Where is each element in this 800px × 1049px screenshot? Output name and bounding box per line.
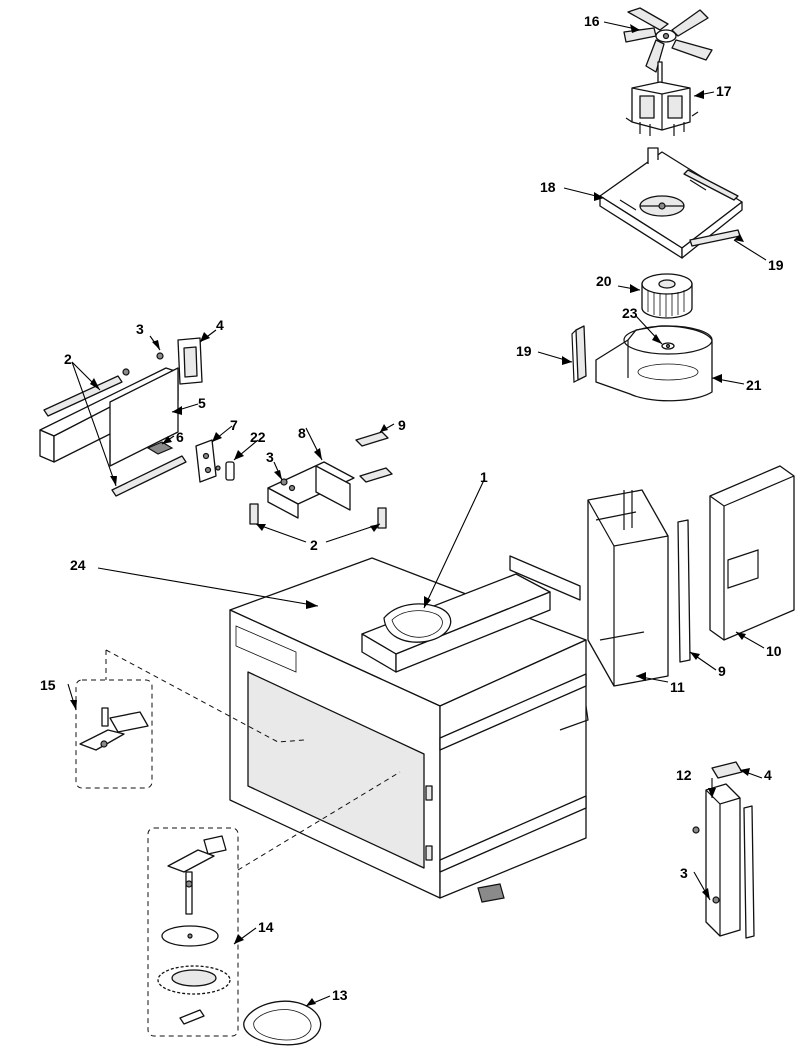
part-10-side-panel (709, 465, 795, 641)
part-12-side-bracket (692, 761, 755, 939)
part-9-strip-right (677, 519, 691, 663)
callout-2-left: 2 (64, 351, 72, 367)
part-2-spacers (249, 503, 387, 529)
callout-2-mid: 2 (310, 537, 318, 553)
callout-24: 24 (70, 557, 86, 573)
callout-7: 7 (230, 417, 238, 433)
callout-14: 14 (258, 919, 274, 935)
part-7-bracket (195, 439, 217, 483)
callout-3-right: 3 (680, 865, 688, 881)
callout-18: 18 (540, 179, 556, 195)
part-6-switch (146, 441, 174, 455)
part-22-fuse (215, 461, 235, 481)
part-24-cabinet (229, 555, 589, 903)
callout-9-right: 9 (718, 663, 726, 679)
part-19-bracket-left (571, 325, 587, 383)
callout-19-left: 19 (516, 343, 532, 359)
part-4-u-bracket-top (177, 337, 203, 385)
callout-5: 5 (198, 395, 206, 411)
part-9-pads-top (355, 431, 393, 483)
callout-1: 1 (480, 469, 488, 485)
callout-4-right: 4 (764, 767, 772, 783)
callout-9-top: 9 (398, 417, 406, 433)
callout-3-mid: 3 (266, 449, 274, 465)
part-23-washer (661, 342, 675, 350)
callout-17: 17 (716, 83, 732, 99)
part-13-stirrer-motor (243, 1000, 322, 1046)
callout-labels: 16 17 18 19 20 23 19 21 3 4 2 5 6 7 22 8… (40, 13, 784, 1003)
part-20-blower-wheel (641, 273, 693, 319)
part-18-motor-plate (599, 147, 743, 259)
callout-4-top: 4 (216, 317, 224, 333)
callout-6: 6 (176, 429, 184, 445)
part-8-bracket-assembly (267, 461, 355, 519)
callout-12: 12 (676, 767, 692, 783)
callout-11: 11 (670, 679, 685, 695)
part-1-stirrer-cover (383, 603, 452, 643)
part-21-blower-housing (595, 325, 713, 402)
part-19-rails-right (683, 169, 741, 247)
part-16-fan-blade (623, 7, 713, 73)
callout-15: 15 (40, 677, 56, 693)
part-17-motor (625, 61, 699, 136)
callout-22: 22 (250, 429, 266, 445)
callout-16: 16 (584, 13, 600, 29)
callout-19-right: 19 (768, 257, 784, 273)
part-5-vent-assembly (39, 352, 187, 497)
callout-8: 8 (298, 425, 306, 441)
callout-13: 13 (332, 987, 348, 1003)
part-11-side-frame (587, 489, 669, 687)
callout-10: 10 (766, 643, 782, 659)
callout-21: 21 (746, 377, 762, 393)
part-14-stirrer-group (147, 771, 401, 1037)
callout-3-top: 3 (136, 321, 144, 337)
part-15-latch-group (75, 649, 305, 789)
callout-20: 20 (596, 273, 612, 289)
arrowheads (70, 24, 750, 1006)
callout-23: 23 (622, 305, 638, 321)
